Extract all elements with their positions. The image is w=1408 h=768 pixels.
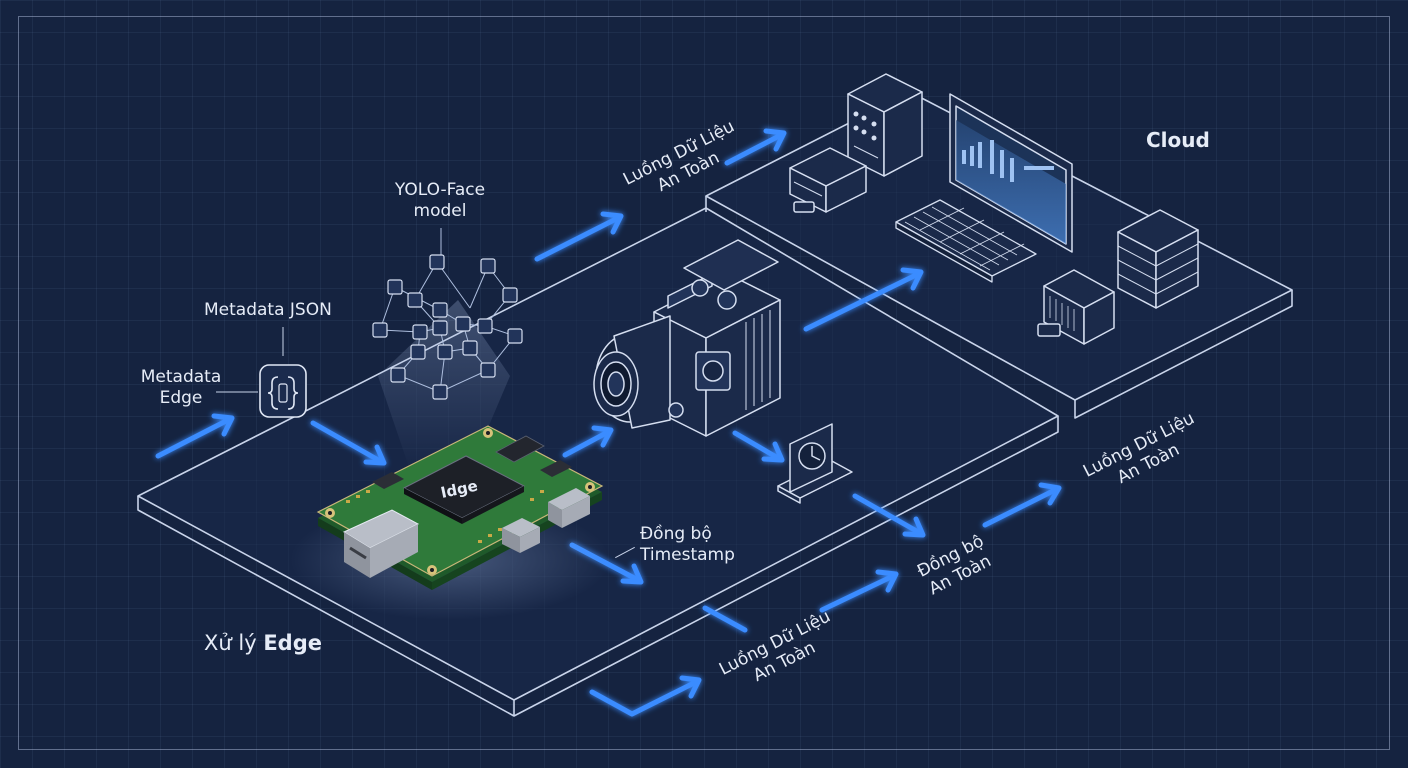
arrow-to-cloud-1 xyxy=(534,211,624,262)
sync-timestamp-line-2: Timestamp xyxy=(640,545,735,566)
arrow-into-metadata xyxy=(155,413,235,459)
json-braces-icon xyxy=(216,327,307,418)
metadata-json-label: Metadata JSON xyxy=(204,300,332,320)
server-rack-icon xyxy=(1117,209,1199,309)
flow-arrows xyxy=(155,128,1062,717)
monitor-dashboard-icon xyxy=(949,93,1073,253)
arrow-metadata-to-board xyxy=(310,420,387,466)
outer-frame xyxy=(18,16,1390,750)
yolo-line-2: model xyxy=(413,201,467,222)
arrow-board-to-camera xyxy=(562,425,614,458)
arrow-to-cloud-2 xyxy=(724,128,787,166)
neural-network-icon xyxy=(372,228,523,470)
edge-region-label: Xử lý Edge xyxy=(204,630,322,656)
metadata-edge-line-1: Metadata xyxy=(140,367,222,387)
arrow-sync-to-stream xyxy=(982,482,1062,528)
clock-icon xyxy=(777,423,853,504)
small-server-icon xyxy=(789,147,867,213)
sync-timestamp-line-1: Đồng bộ xyxy=(640,524,712,544)
arrow-dash xyxy=(702,605,748,633)
sync-timestamp-label: Đồng bộ Timestamp xyxy=(640,524,735,567)
pcb-board-icon: Idge xyxy=(290,425,610,620)
hdmi-port xyxy=(502,518,540,553)
arrow-bottom-corner xyxy=(589,675,702,717)
server-tower-icon xyxy=(847,73,923,177)
edge-region-prefix: Xử lý xyxy=(204,631,257,655)
usb-port xyxy=(342,509,420,578)
arrow-camera-to-clock xyxy=(732,430,785,463)
arrow-camera-to-cloud xyxy=(803,267,924,332)
arrow-bottom-stream xyxy=(819,569,899,613)
metadata-edge-label: Metadata Edge xyxy=(128,367,234,410)
yolo-line-1: YOLO-Face xyxy=(394,180,486,200)
yolo-model-label: YOLO-Face model xyxy=(380,180,500,223)
storage-unit-icon xyxy=(1037,269,1115,345)
metadata-edge-line-2: Edge xyxy=(159,388,203,409)
keyboard-icon xyxy=(895,199,1037,283)
cloud-region-label: Cloud xyxy=(1146,128,1210,152)
arrow-clock-to-sync xyxy=(852,493,926,538)
usb-port-right xyxy=(548,488,590,528)
camera-icon xyxy=(593,239,781,437)
edge-region-bold: Edge xyxy=(263,631,322,655)
